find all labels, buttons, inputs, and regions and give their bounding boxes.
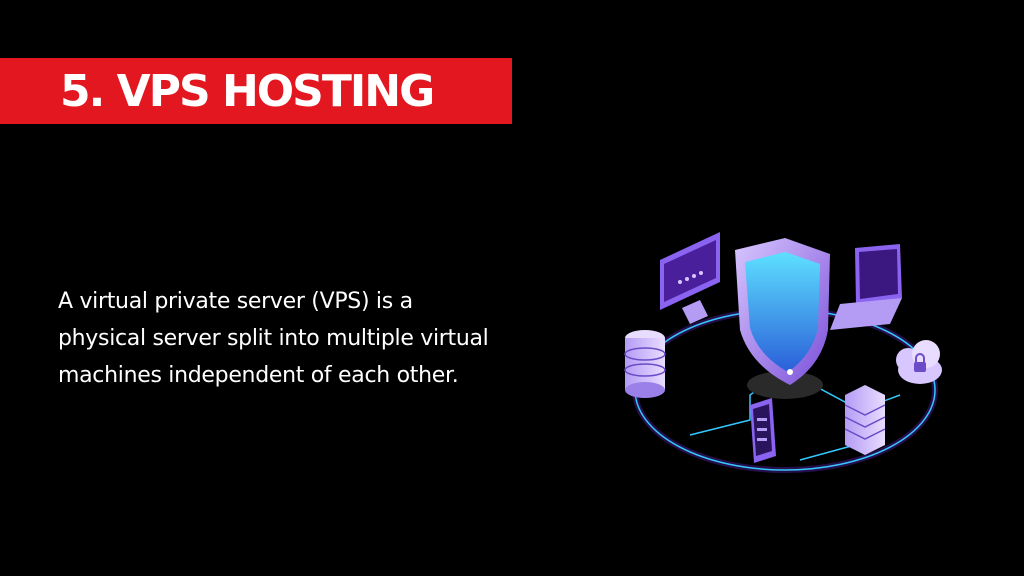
- slide-title: 5. VPS HOSTING: [60, 66, 435, 117]
- database-server-icon: [624, 330, 666, 398]
- smartphone-icon: [750, 398, 776, 463]
- cloud-lock-icon: [896, 340, 942, 384]
- vps-network-illustration: [624, 232, 942, 473]
- server-stack-icon: [844, 385, 886, 455]
- slide-description: A virtual private server (VPS) is a phys…: [58, 289, 489, 388]
- shield-icon: [735, 238, 830, 399]
- monitor-icon: [660, 232, 720, 324]
- title-banner: 5. VPS HOSTING: [0, 58, 512, 124]
- laptop-icon: [830, 244, 902, 330]
